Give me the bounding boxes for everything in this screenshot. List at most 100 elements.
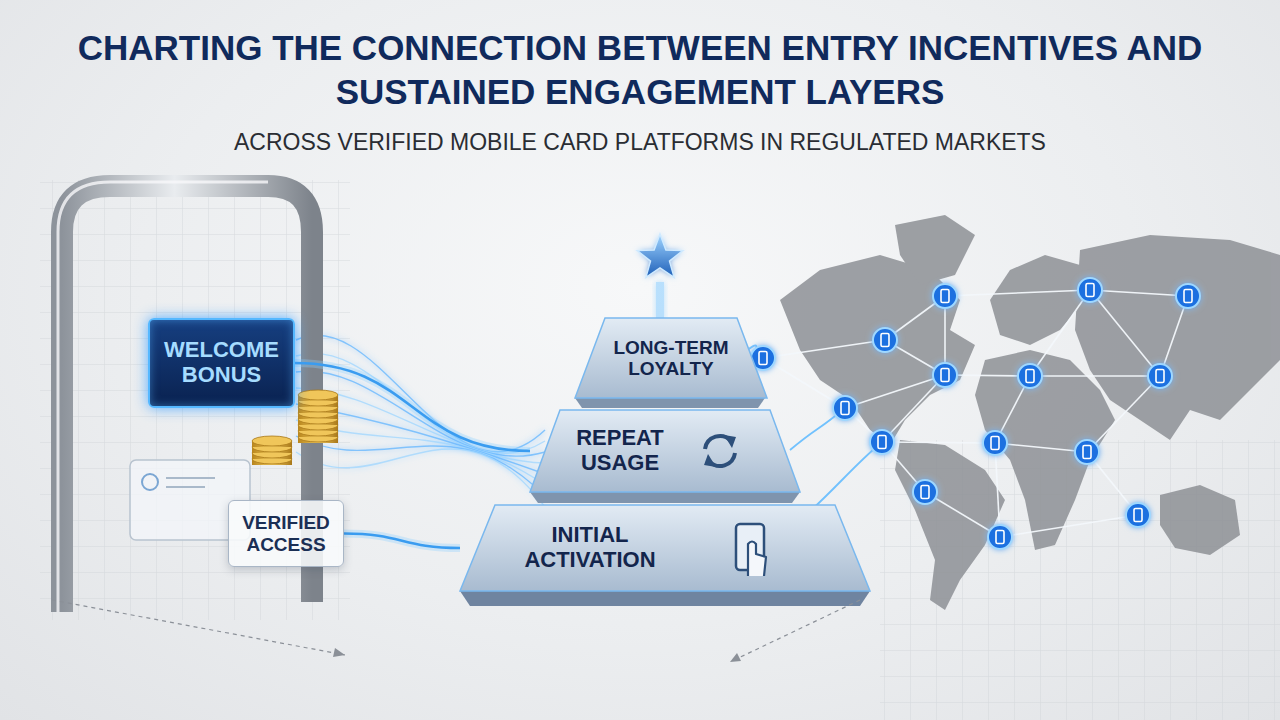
id-card <box>166 477 215 479</box>
guide-arrowheads <box>333 648 345 657</box>
phone-node <box>1126 503 1150 527</box>
network-link <box>1030 290 1090 376</box>
pyramid-slabs <box>530 492 800 503</box>
world-map <box>975 350 1115 550</box>
grid-backdrop <box>40 180 350 620</box>
tier-shape <box>460 505 870 591</box>
connector-glow <box>295 363 530 451</box>
flow-stream <box>296 449 545 507</box>
phone-node <box>1078 278 1102 302</box>
guide-lines <box>52 600 345 655</box>
network-link <box>1087 376 1160 452</box>
pyramid-slabs <box>538 502 792 505</box>
flow-streams <box>296 335 545 507</box>
phone-icon <box>1134 509 1142 522</box>
node-text-group: WELCOME BONUS <box>150 338 293 387</box>
network-link <box>995 443 1087 452</box>
pyramid-tier: INITIAL ACTIVATION <box>460 505 870 591</box>
phone-icon <box>941 369 949 382</box>
welcome-sign: WELCOME BONUS <box>148 318 295 408</box>
phone-icon <box>1083 446 1091 459</box>
node-label: WELCOME BONUS <box>150 338 293 387</box>
phone-node <box>913 480 937 504</box>
phone-icon <box>1156 370 1164 383</box>
world-map <box>780 215 1280 610</box>
network-link <box>845 375 945 408</box>
world-map <box>990 255 1085 345</box>
tier-face <box>460 505 870 591</box>
tier-shape <box>530 410 800 492</box>
tier-glow <box>605 318 737 321</box>
network-link <box>1090 290 1188 296</box>
phone-icon <box>759 352 767 365</box>
pyramid-slabs <box>582 407 758 410</box>
id-card <box>142 474 158 490</box>
star-icon <box>637 234 683 320</box>
phone-node <box>933 284 957 308</box>
world-map <box>895 440 1005 610</box>
tap-hand-icon <box>748 542 766 577</box>
network-link <box>945 290 1090 296</box>
phone-icon <box>1086 284 1094 297</box>
pyramid-tier: LONG-TERM LOYALTY <box>575 318 767 398</box>
flow-stream <box>296 436 545 496</box>
phone-icon <box>941 290 949 303</box>
id-card <box>166 486 205 488</box>
phone-node <box>1148 364 1172 388</box>
guide-lines <box>730 600 860 662</box>
phone-node <box>988 525 1012 549</box>
diagram-subtitle: ACROSS VERIFIED MOBILE CARD PLATFORMS IN… <box>0 128 1280 156</box>
tier-glow <box>495 505 835 508</box>
pyramid-tier: REPEAT USAGE <box>530 410 800 492</box>
phone-icon <box>878 436 886 449</box>
network-link <box>882 442 995 443</box>
phone-icon <box>881 334 889 347</box>
phone-icon <box>841 402 849 415</box>
network-link <box>763 340 885 358</box>
diagram-title: CHARTING THE CONNECTION BETWEEN ENTRY IN… <box>0 26 1280 114</box>
phone-node <box>983 431 1007 455</box>
phone-node <box>870 430 894 454</box>
coin <box>298 390 338 400</box>
network-link <box>1090 290 1160 376</box>
node-text-group: VERIFIED ACCESS <box>229 512 343 555</box>
node-label: REPEAT USAGE <box>560 426 680 475</box>
world-map <box>1160 485 1240 555</box>
flow-connector <box>295 363 530 451</box>
world-map <box>1075 235 1280 440</box>
phone-icon <box>1184 290 1192 303</box>
connector-glow <box>344 534 460 549</box>
network-link <box>763 358 845 408</box>
tier-face <box>575 318 767 398</box>
pyramid-slabs <box>460 398 870 606</box>
world-map <box>895 215 975 285</box>
node-label: LONG-TERM LOYALTY <box>606 337 736 380</box>
phone-icon <box>1026 370 1034 383</box>
access-card: VERIFIED ACCESS <box>228 500 344 567</box>
phone-node <box>1176 284 1200 308</box>
flow-connector <box>344 534 460 549</box>
phone-icon <box>991 437 999 450</box>
tier-face <box>530 410 800 492</box>
phone-icon <box>996 531 1004 544</box>
pyramid-slabs <box>575 398 765 408</box>
flow-stream <box>296 335 545 452</box>
star-icon <box>637 234 683 277</box>
node-label: INITIAL ACTIVATION <box>510 523 670 572</box>
tier-glow <box>560 410 770 413</box>
network-link <box>1030 375 1160 377</box>
pyramid-slabs <box>460 591 870 606</box>
phone-node <box>1018 364 1042 388</box>
node-text-group: INITIAL ACTIVATION <box>510 523 670 572</box>
node-text-group: REPEAT USAGE <box>560 426 680 475</box>
coin <box>252 436 292 446</box>
refresh-icon <box>704 454 716 467</box>
star-icon <box>656 282 664 320</box>
guide-arrowheads <box>730 653 741 662</box>
refresh-icon <box>724 435 736 448</box>
flow-stream <box>296 353 545 453</box>
world-map <box>780 255 975 445</box>
node-text-group: LONG-TERM LOYALTY <box>606 337 736 380</box>
network-link <box>1000 515 1138 537</box>
